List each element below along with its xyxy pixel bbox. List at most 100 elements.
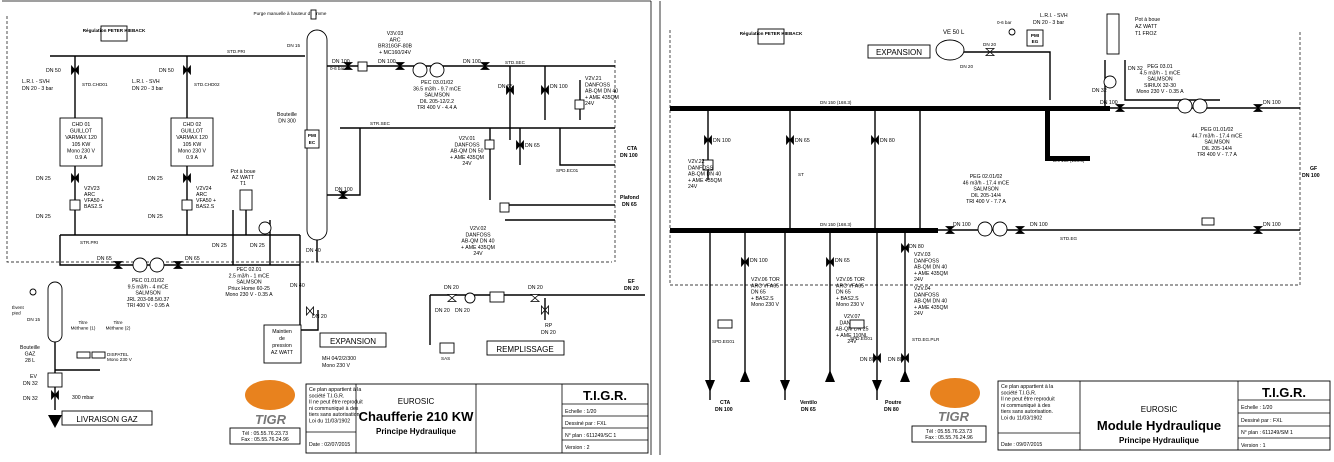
- pot-boue-r: [1106, 13, 1120, 55]
- bouteillet-line: DN 300: [278, 119, 296, 125]
- str-pri-label: STR.PRI: [80, 240, 98, 245]
- chd01text-line: 105 KW: [72, 142, 91, 148]
- right-outer-dash: [669, 30, 1301, 286]
- boiler-supply-lines: [74, 56, 188, 118]
- dn25-3: DN 25: [36, 214, 51, 220]
- cta-l1: CTA: [627, 146, 638, 152]
- tb-client-r: EUROSIC: [1141, 405, 1178, 414]
- dn80-r2: DN 80: [909, 244, 924, 250]
- tiger-icon: [245, 380, 295, 410]
- pump-peg0101b: [1192, 98, 1208, 114]
- tb-version-r: Version : 1: [1241, 443, 1266, 449]
- tb-plan: N° plan : 611249/SC 1: [565, 433, 616, 439]
- pec0201t-line: Mono 230 V - 0.35 A: [225, 292, 273, 298]
- disconnector: [489, 291, 505, 303]
- v2v24t-line: BAS2.S: [196, 204, 215, 210]
- dn100-r5: DN 100: [1263, 222, 1281, 228]
- tel-box-r: [911, 425, 987, 443]
- peg0101t-line: PEG 01.01/02: [1201, 127, 1234, 133]
- gas-box-1: [76, 351, 91, 359]
- v2v23t-line: BAS2.S: [84, 204, 103, 210]
- tel: Tél : 05.55.76.23.73: [242, 431, 288, 437]
- v2v03t-line: DANFOSS: [914, 258, 940, 264]
- pump-pec0101a: [132, 257, 148, 273]
- dn100-r3: DN 100: [953, 222, 971, 228]
- dn80-r3: DN 80: [860, 357, 875, 363]
- dn65-2: DN 65: [185, 256, 200, 262]
- ve50-vessel: [935, 39, 965, 61]
- peg0301t-line: SALMSON: [1147, 77, 1173, 83]
- maintient-line: pression: [272, 343, 292, 349]
- chd02text-line: 0.9 A: [186, 155, 198, 161]
- tiger-icon-r: [930, 378, 980, 408]
- v2v01t-line: + AME 435QM: [450, 155, 484, 161]
- ve50: VE 50 L: [943, 30, 965, 36]
- v2v02t-line: AB-QM DN 40: [461, 239, 494, 245]
- boiler-chd02: [170, 117, 214, 167]
- dn25-2: DN 25: [148, 176, 163, 182]
- chd02text-line: Mono 230 V: [178, 148, 207, 154]
- dn15-label: DN 15: [287, 43, 300, 48]
- spd-ec01: SPD.EC01: [556, 168, 579, 173]
- dn20-exp: DN 20: [312, 314, 327, 320]
- tb-version: Version : 2: [565, 445, 590, 451]
- tb-echelle-r: Echelle : 1/20: [1241, 405, 1273, 411]
- dn100-r4: DN 100: [1030, 222, 1048, 228]
- dn150-1: DN 150 (168.3): [820, 100, 852, 105]
- v2v23t-line: ARC: [84, 192, 95, 198]
- pmi-box-r: [1026, 29, 1044, 47]
- arrow-ventilo: [780, 380, 790, 392]
- v2v21t-line: + AME 435QM: [585, 95, 619, 101]
- dn25-6: DN 25: [250, 243, 265, 249]
- dn100-1: DN 100: [332, 59, 350, 65]
- regulation-box: [100, 25, 128, 42]
- v2v24t-line: V2V24: [196, 186, 212, 192]
- v2v23-valve: [69, 199, 81, 211]
- dn100-r6: DN 100: [713, 138, 731, 144]
- pec0301t-line: DIL 205-12/2.2: [420, 99, 454, 105]
- expansion: EXPANSION: [330, 337, 376, 346]
- regulation-text: Régulation PETER KIEBACK: [83, 28, 146, 33]
- v2v02t-line: 24V: [473, 251, 483, 257]
- v3v03t-line: + MC160/24V: [379, 50, 411, 56]
- v2v05t-line: + BAS2.S: [836, 296, 859, 302]
- v2v07t-line: 24V: [847, 339, 857, 345]
- pump-pec0301a: [412, 62, 428, 78]
- tbownerl-line: Il ne peut être reproduit: [309, 400, 363, 406]
- eventt-line: Évent: [12, 304, 24, 310]
- chd02text-line: GUILLOT: [181, 129, 204, 135]
- bouteille-return: [327, 128, 361, 196]
- regulation-r: Régulation PETER KIEBACK: [740, 31, 803, 36]
- expansion-box: [319, 332, 387, 348]
- dn100-2: DN 100: [378, 59, 396, 65]
- bottom-drops: [709, 233, 906, 400]
- tel-r: Tél : 05.55.76.23.73: [926, 429, 972, 435]
- pump-peg0201a: [977, 221, 993, 237]
- right-drawing: Régulation PETER KIEBACK EXPANSION VE 50…: [659, 1, 1331, 455]
- lri2b-label: DN 20 - 3 bar: [132, 86, 163, 92]
- potboue-line: AZ WATT: [232, 175, 255, 181]
- fax: Fax : 05.55.76.24.96: [241, 437, 289, 443]
- header-link: [1045, 156, 1090, 161]
- plafond-l2: DN 65: [622, 202, 637, 208]
- pec0101t-line: 9.5 m3/h - 4 mCE: [128, 284, 169, 290]
- v2v02t-line: DANFOSS: [465, 232, 491, 238]
- left-outer-dash: [6, 16, 612, 263]
- v2v07t-line: + AME 110NL: [836, 333, 868, 339]
- peg0101t-line: SALMSON: [1204, 140, 1230, 146]
- peg0201t-line: PEG 02.01/02: [970, 174, 1003, 180]
- pec0201t-line: SALMSON: [236, 280, 262, 286]
- dn65-3: DN 65: [498, 84, 513, 90]
- remplissage-box: [486, 340, 565, 356]
- spd-eg01b: SPD.EG01: [850, 336, 873, 341]
- livraison: LIVRAISON GAZ: [76, 415, 137, 424]
- dn25-5: DN 25: [212, 243, 227, 249]
- remplissage: REMPLISSAGE: [496, 345, 553, 354]
- bgazt-line: Bouteille: [20, 345, 40, 351]
- pump-pec0101b: [149, 257, 165, 273]
- mh-1: MH 04/2/2/300: [322, 356, 356, 362]
- tb-dessine: Dessiné par : FXL: [565, 421, 607, 427]
- eventt-line: pied: [12, 311, 21, 316]
